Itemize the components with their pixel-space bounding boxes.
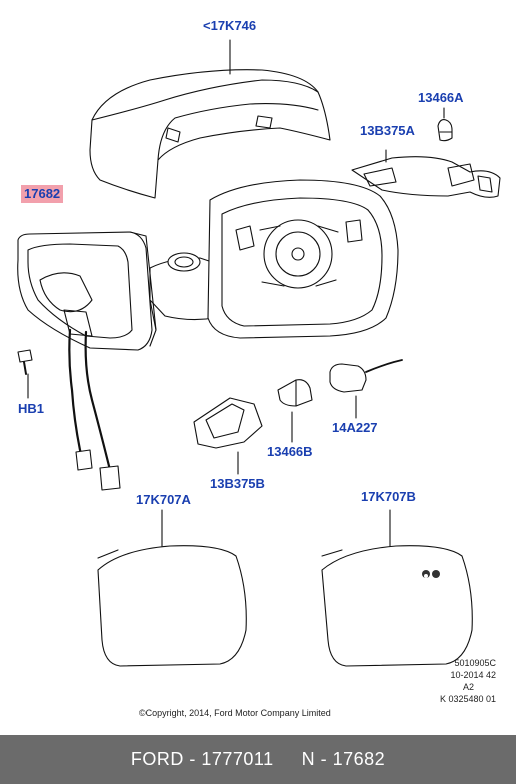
label-glass-right: 17K707B	[361, 489, 416, 504]
mirror-exploded-diagram	[17, 39, 501, 667]
wiring-harness	[68, 328, 121, 491]
part-footer: FORD - 1777011 N - 17682	[0, 735, 516, 784]
screw	[17, 349, 33, 399]
bulb-upper	[437, 107, 453, 142]
label-cover: <17K746	[203, 18, 257, 33]
label-socket: 14A227	[332, 420, 378, 435]
label-housing: 17682	[21, 185, 64, 203]
drawing-meta: 5010905C 10-2014 42 A2 K 0325480 01	[440, 657, 496, 705]
meta-line-4: K 0325480 01	[439, 694, 496, 704]
ref-number: N - 17682	[301, 749, 386, 769]
label-bulb-top: 13466A	[418, 90, 464, 105]
meta-line-3: A2	[462, 682, 474, 692]
part-number: FORD - 1777011	[130, 749, 274, 769]
mirror-housing	[207, 179, 399, 339]
label-lamp-bottom: 13B375B	[210, 476, 265, 491]
mirror-glass-left	[97, 509, 247, 667]
mirror-cover	[89, 39, 331, 199]
copyright: ©Copyright, 2014, Ford Motor Company Lim…	[139, 708, 331, 718]
label-lamp-top: 13B375A	[360, 123, 415, 138]
meta-line-2: 10-2014 42	[450, 670, 496, 680]
label-glass-left: 17K707A	[136, 492, 191, 507]
housing-assembly	[17, 231, 157, 351]
meta-line-1: 5010905C	[454, 658, 496, 668]
mirror-glass-right	[321, 509, 473, 667]
bulb-lower	[277, 379, 313, 443]
turn-lamp-lower	[193, 397, 263, 475]
turn-lamp-upper	[351, 149, 501, 198]
mirror-base	[149, 252, 215, 321]
bulb-socket	[329, 359, 403, 419]
label-screw: HB1	[18, 401, 45, 416]
label-bulb-bottom: 13466B	[267, 444, 313, 459]
